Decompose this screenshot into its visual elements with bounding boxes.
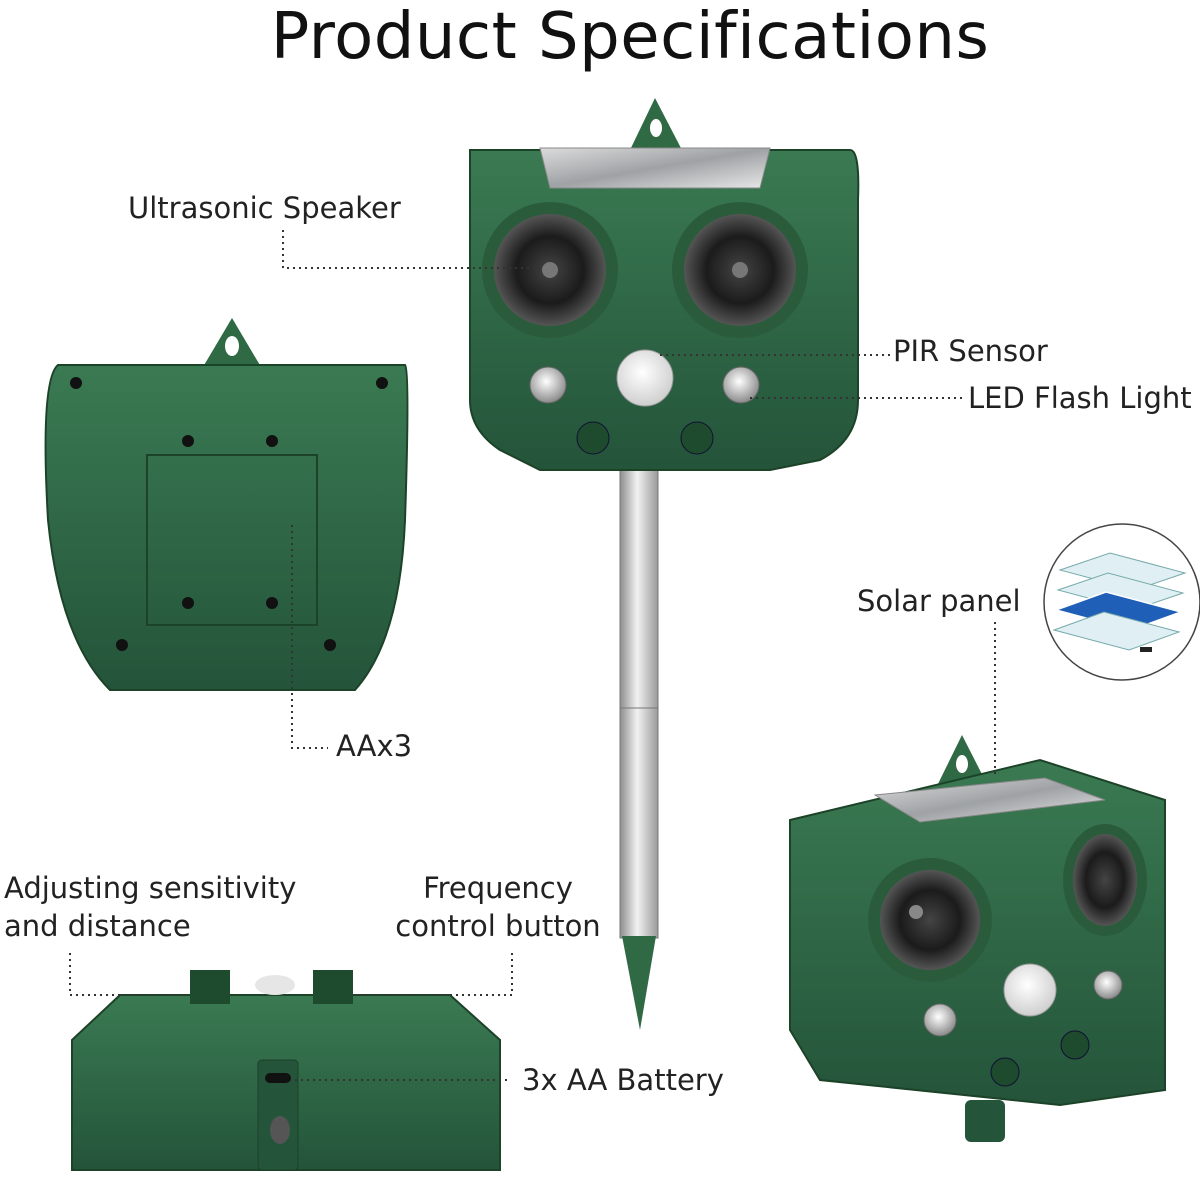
leader-frequency bbox=[355, 953, 513, 996]
label-aax3: AAx3 bbox=[336, 729, 413, 763]
label-led-flash-light: LED Flash Light bbox=[968, 381, 1192, 415]
bottom-device bbox=[71, 970, 501, 1171]
leader-ultrasonic bbox=[282, 230, 540, 269]
label-sensitivity-line1: Adjusting sensitivity bbox=[4, 871, 297, 905]
main-device-front bbox=[469, 98, 860, 1030]
stake-tip bbox=[622, 936, 656, 1030]
leader-lines bbox=[69, 230, 996, 1081]
page-title: Product Specifications bbox=[270, 0, 990, 74]
back-device bbox=[44, 318, 409, 691]
label-ultrasonic-speaker: Ultrasonic Speaker bbox=[128, 191, 401, 225]
label-adjusting-sensitivity: Adjusting sensitivity and distance bbox=[4, 870, 334, 945]
solar-panel-inset bbox=[1043, 523, 1200, 681]
label-frequency-control: Frequency control button bbox=[378, 870, 618, 945]
angled-device bbox=[789, 735, 1166, 1142]
leader-aax3 bbox=[291, 525, 328, 749]
label-3x-aa-battery: 3x AA Battery bbox=[522, 1063, 724, 1097]
stake-upper bbox=[619, 469, 659, 711]
label-solar-panel: Solar panel bbox=[857, 584, 1021, 618]
label-pir-sensor: PIR Sensor bbox=[893, 334, 1048, 368]
label-frequency-line1: Frequency bbox=[423, 871, 573, 905]
label-frequency-line2: control button bbox=[395, 908, 601, 943]
stake-lower bbox=[619, 707, 659, 939]
leader-sensitivity bbox=[69, 953, 190, 996]
label-sensitivity-line2: and distance bbox=[4, 908, 191, 943]
